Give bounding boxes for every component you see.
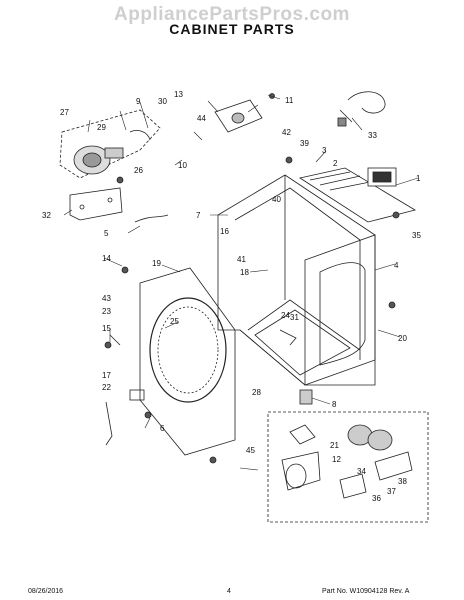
- callout-13: 13: [174, 90, 183, 99]
- callout-20: 20: [398, 334, 407, 343]
- callout-1: 1: [416, 174, 421, 183]
- callout-5: 5: [104, 229, 109, 238]
- callout-35: 35: [412, 231, 421, 240]
- callout-44: 44: [197, 114, 206, 123]
- callout-33: 33: [368, 131, 377, 140]
- callout-7: 7: [196, 211, 201, 220]
- callout-24: 24: [281, 311, 290, 320]
- callout-25: 25: [170, 317, 179, 326]
- callout-32: 32: [42, 211, 51, 220]
- callout-18: 18: [240, 268, 249, 277]
- callout-6: 6: [160, 424, 165, 433]
- callout-10: 10: [178, 161, 187, 170]
- callout-23: 23: [102, 307, 111, 316]
- motor-assembly: [59, 109, 161, 179]
- callout-11: 11: [285, 96, 294, 105]
- callout-39: 39: [300, 139, 309, 148]
- callout-19: 19: [152, 259, 161, 268]
- cabinet-body: [217, 174, 376, 386]
- side-panel: [304, 234, 376, 386]
- screws: [104, 93, 400, 464]
- callout-28: 28: [252, 388, 261, 397]
- callout-15: 15: [102, 324, 111, 333]
- callout-36: 36: [372, 494, 381, 503]
- callout-2: 2: [333, 159, 338, 168]
- tubes-and-clips: [105, 214, 297, 446]
- callout-12: 12: [332, 455, 341, 464]
- callout-26: 26: [134, 166, 143, 175]
- callout-8: 8: [332, 400, 337, 409]
- callout-45: 45: [246, 446, 255, 455]
- callout-41: 41: [237, 255, 246, 264]
- callout-16: 16: [220, 227, 229, 236]
- callout-17: 17: [102, 371, 111, 380]
- bracket: [69, 187, 123, 221]
- callout-34: 34: [357, 467, 366, 476]
- callout-4: 4: [394, 261, 399, 270]
- diagram-title: CABINET PARTS: [169, 21, 295, 37]
- callout-42a: 42: [282, 128, 291, 137]
- watermark: AppliancePartsPros.com: [114, 4, 350, 25]
- top-bracket-strip: [298, 167, 417, 223]
- callout-43: 43: [102, 294, 111, 303]
- callout-38: 38: [398, 477, 407, 486]
- power-cord: [337, 91, 386, 127]
- callout-29: 29: [97, 123, 106, 132]
- callout-30: 30: [158, 97, 167, 106]
- callout-31: 31: [290, 313, 299, 322]
- callout-27: 27: [60, 108, 69, 117]
- front-panel: [129, 267, 236, 456]
- footer-page-number: 4: [227, 588, 231, 595]
- leader-lines: [63, 94, 419, 471]
- callout-9: 9: [136, 97, 141, 106]
- callout-21: 21: [330, 441, 339, 450]
- foot-leg: [299, 389, 313, 405]
- callout-22: 22: [102, 383, 111, 392]
- callout-14: 14: [102, 254, 111, 263]
- callout-40: 40: [272, 195, 281, 204]
- footer-part-number: Part No. W10904128 Rev. A: [322, 588, 410, 595]
- accessory-kit: [267, 411, 429, 523]
- footer-date: 08/26/2016: [28, 588, 64, 595]
- callout-37: 37: [387, 487, 396, 496]
- pulley-assembly: [214, 99, 263, 133]
- callout-3: 3: [322, 146, 327, 155]
